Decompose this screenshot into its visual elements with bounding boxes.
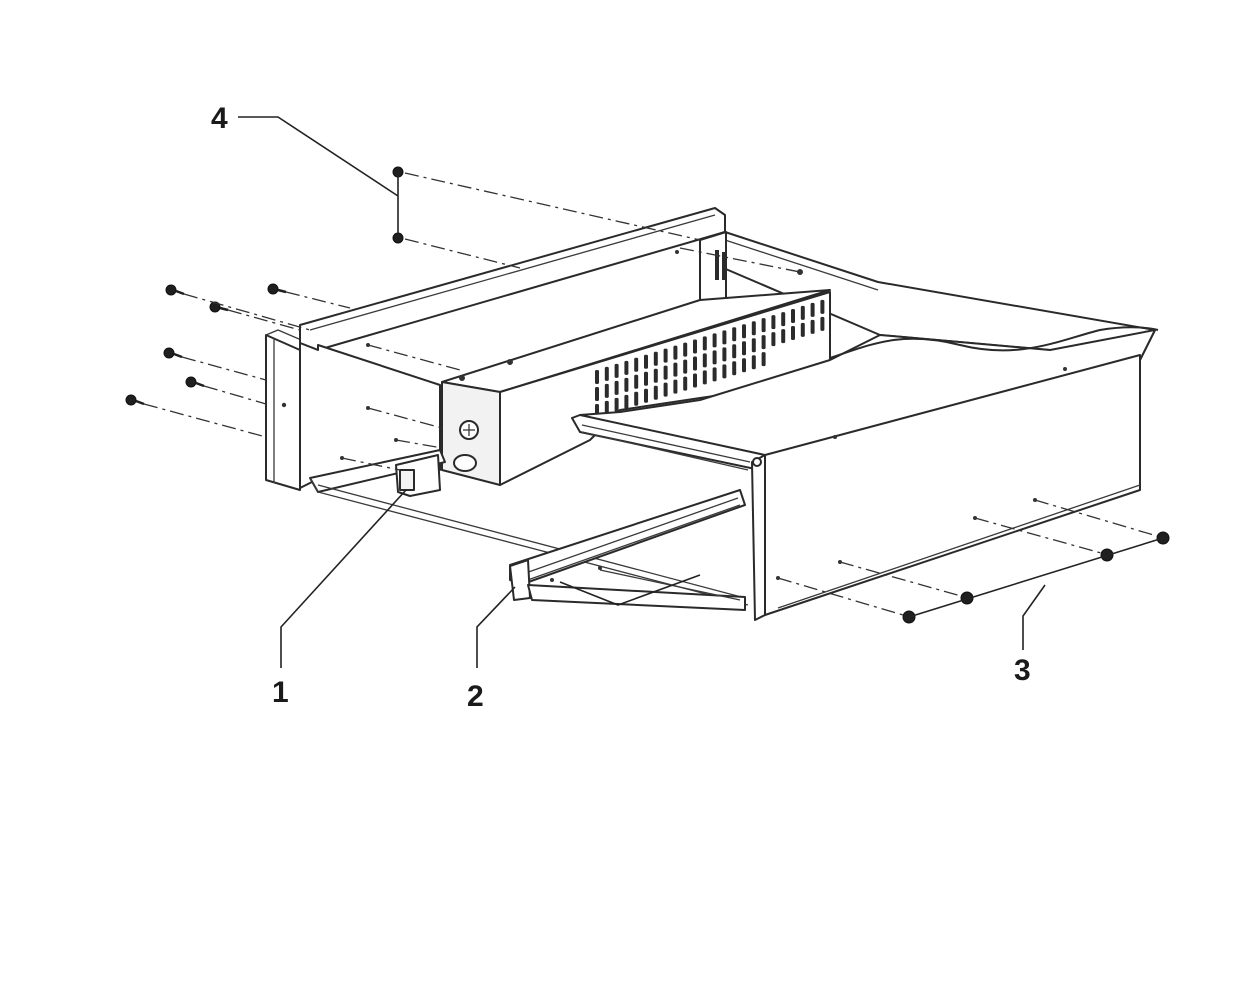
vent-slot xyxy=(761,318,766,333)
vent-slot xyxy=(614,397,619,412)
vent-slot xyxy=(702,370,707,385)
vent-slot xyxy=(595,387,599,401)
vent-slot xyxy=(702,353,707,368)
vent-slot xyxy=(624,377,629,392)
vent-slot xyxy=(653,385,658,400)
vent-slot xyxy=(604,366,609,381)
slide-rail-left xyxy=(309,449,749,606)
vent-slot xyxy=(653,368,658,383)
callout-label-4: 4 xyxy=(211,102,228,135)
vent-slot xyxy=(820,316,825,331)
vent-slot xyxy=(722,347,727,362)
vent-slot xyxy=(673,379,678,394)
vent-slot xyxy=(702,336,707,351)
vent-slot xyxy=(683,359,688,374)
vent-slot xyxy=(634,391,639,406)
vent-slot xyxy=(800,305,805,320)
drawer-tray xyxy=(571,326,1159,621)
vent-slot xyxy=(751,355,756,370)
vent-slot xyxy=(663,348,668,363)
slide-rail-right xyxy=(509,489,746,611)
vent-slot xyxy=(742,341,746,356)
vent-slot xyxy=(771,315,776,330)
callout-label-3: 3 xyxy=(1014,654,1031,687)
vent-slot xyxy=(644,354,648,369)
vent-slot xyxy=(604,383,609,398)
vent-slot xyxy=(683,342,688,357)
vent-slot xyxy=(673,362,678,377)
vent-slot xyxy=(781,329,786,344)
vent-slot xyxy=(810,302,815,317)
vent-slot xyxy=(663,382,668,397)
vent-slot xyxy=(791,326,795,340)
vent-slot xyxy=(614,380,619,395)
vent-slot xyxy=(624,360,629,375)
vent-slot xyxy=(644,388,648,403)
vent-slot xyxy=(604,400,609,415)
vent-slot xyxy=(732,344,737,359)
vent-grille xyxy=(595,299,825,418)
vent-slot xyxy=(761,352,766,367)
vent-slot xyxy=(624,394,629,409)
vent-slot xyxy=(751,338,756,353)
vent-slot xyxy=(712,367,717,382)
vent-slot xyxy=(693,339,697,354)
vent-slot xyxy=(722,364,727,379)
vent-slot xyxy=(791,309,795,323)
callout-label-1: 1 xyxy=(272,676,289,709)
vent-slot xyxy=(693,373,697,388)
vent-slot xyxy=(693,356,697,371)
left-bracket-screws xyxy=(125,283,461,471)
leader-lines xyxy=(238,116,1164,668)
vent-slot xyxy=(673,345,678,360)
vent-slot xyxy=(781,312,786,327)
vent-slot xyxy=(722,330,727,345)
vent-slot xyxy=(712,350,717,365)
vent-slot xyxy=(712,333,717,348)
vent-slot xyxy=(761,335,766,350)
vent-slot xyxy=(595,370,599,384)
vent-slot xyxy=(634,374,639,389)
vent-slot xyxy=(800,322,805,337)
vent-slot xyxy=(810,319,815,334)
rear-panel-screws xyxy=(392,166,801,273)
vent-slot xyxy=(683,376,688,391)
vent-slot xyxy=(663,365,668,380)
vent-slot xyxy=(820,299,825,314)
vent-slot xyxy=(732,361,737,376)
vent-slot xyxy=(732,327,737,342)
vent-slot xyxy=(634,357,639,372)
vent-slot xyxy=(742,324,746,339)
callout-label-2: 2 xyxy=(467,680,484,713)
vent-slot xyxy=(771,332,776,347)
vent-slot xyxy=(742,358,746,373)
vent-slot xyxy=(653,351,658,366)
vent-slot xyxy=(644,371,648,386)
vent-slot xyxy=(751,321,756,336)
vent-slot xyxy=(614,363,619,378)
